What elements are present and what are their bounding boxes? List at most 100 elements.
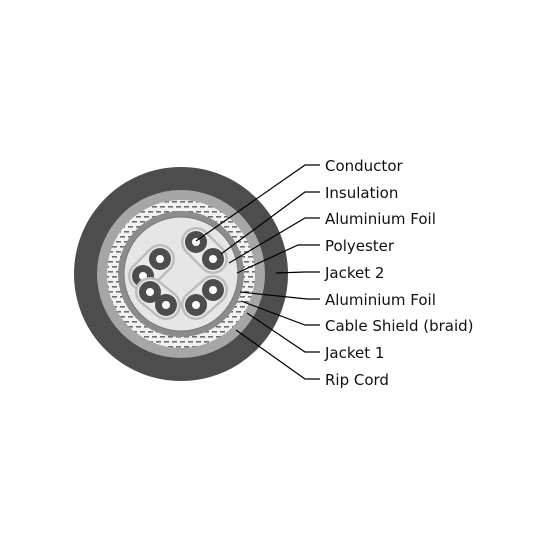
braid-dash <box>204 331 209 333</box>
twisted-pair-1 <box>128 244 175 291</box>
braid-dash <box>168 346 173 348</box>
braid-dash <box>160 336 165 338</box>
braid-dash <box>116 261 121 263</box>
braid-dash <box>140 211 145 213</box>
braid-dash <box>244 261 249 263</box>
braid-dash <box>236 231 241 233</box>
braid-dash <box>168 336 173 338</box>
braid-dash <box>224 226 229 228</box>
braid-dash <box>216 336 221 338</box>
braid-dash <box>196 211 201 213</box>
label-rip-cord: Rip Cord <box>325 371 389 389</box>
braid-dash <box>148 331 153 333</box>
braid-dash <box>144 216 149 218</box>
braid-dash <box>176 206 181 208</box>
braid-dash <box>108 261 113 263</box>
label-pair-aluminium-foil: Aluminium Foil <box>325 210 436 228</box>
braid-dash <box>252 261 255 263</box>
braid-dash <box>244 301 249 303</box>
braid-dash <box>184 206 189 208</box>
braid-dash <box>244 251 249 253</box>
braid-dash <box>196 341 201 343</box>
braid-dash <box>152 206 157 208</box>
braid-dash <box>116 301 121 303</box>
label-polyester: Polyester <box>325 237 395 255</box>
braid-dash <box>232 316 237 318</box>
braid-dash <box>106 266 109 268</box>
braid-dash <box>140 331 145 333</box>
braid-dash <box>216 216 221 218</box>
braid-dash <box>136 216 141 218</box>
braid-dash <box>108 271 113 273</box>
leader-line-overall-foil <box>239 291 320 300</box>
braid-dash <box>124 321 129 323</box>
braid-dash <box>228 321 233 323</box>
braid-dash <box>124 241 129 243</box>
braid-dash <box>200 336 205 338</box>
braid-dash <box>164 201 169 203</box>
braid-dash <box>232 236 237 238</box>
braid-dash <box>224 326 229 328</box>
braid-dash <box>116 291 121 293</box>
braid-dash <box>212 331 217 333</box>
braid-dash <box>220 321 225 323</box>
braid-dash <box>244 241 249 243</box>
twisted-pairs <box>128 227 228 320</box>
braid-dash <box>236 311 241 313</box>
conductor <box>209 286 217 294</box>
braid-dash <box>188 201 193 203</box>
braid-dash <box>180 341 185 343</box>
braid-dash <box>132 221 137 223</box>
leader-line-jacket-1 <box>246 312 320 353</box>
braid-dash <box>144 326 149 328</box>
braid-dash <box>128 316 133 318</box>
braid-dash <box>148 211 153 213</box>
braid-dash <box>176 346 181 348</box>
braid-dash <box>240 246 245 248</box>
braid-dash <box>248 286 253 288</box>
braid-dash <box>116 311 121 313</box>
braid-dash <box>208 216 213 218</box>
braid-dash <box>244 271 249 273</box>
leader-line-polyester <box>236 244 320 274</box>
braid-dash <box>164 341 169 343</box>
braid-dash <box>248 256 253 258</box>
braid-dash <box>144 336 149 338</box>
braid-dash <box>108 251 113 253</box>
leader-line-rip-cord <box>235 329 320 380</box>
braid-dash <box>188 341 193 343</box>
braid-dash <box>132 321 137 323</box>
braid-dash <box>128 226 133 228</box>
braid-dash <box>168 206 173 208</box>
braid-dash <box>184 346 189 348</box>
braid-dash <box>116 241 121 243</box>
braid-dash <box>112 276 117 278</box>
braid-dash <box>240 306 245 308</box>
braid-dash <box>124 311 129 313</box>
braid-dash <box>240 236 245 238</box>
braid-dash <box>240 296 245 298</box>
braid-dash <box>106 276 109 278</box>
braid-dash <box>128 326 133 328</box>
leader-line-conductor <box>195 164 320 242</box>
braid-dash <box>112 256 117 258</box>
braid-dash <box>200 206 205 208</box>
label-jacket-1: Jacket 1 <box>324 344 384 362</box>
braid-dash <box>228 221 233 223</box>
conductor <box>209 255 217 263</box>
braid-dash <box>252 281 255 283</box>
braid-dash <box>244 281 249 283</box>
braid-dash <box>156 341 161 343</box>
braid-dash <box>156 211 161 213</box>
leader-line-pair-foil <box>228 217 320 264</box>
braid-dash <box>120 306 125 308</box>
braid-dash <box>152 216 157 218</box>
braid-dash <box>192 336 197 338</box>
braid-dash <box>204 341 209 343</box>
braid-dash <box>108 281 113 283</box>
braid-dash <box>220 331 225 333</box>
braid-dash <box>152 336 157 338</box>
braid-dash <box>136 226 141 228</box>
braid-dash <box>172 341 177 343</box>
